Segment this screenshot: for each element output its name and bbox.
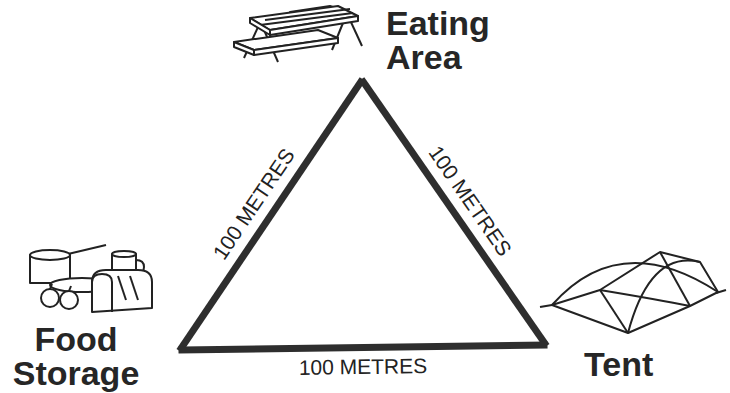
site-point: Eating Area	[360, 78, 364, 82]
distance-line	[181, 82, 360, 348]
site-point: Food Storage	[178, 348, 182, 352]
picnic-table	[234, 6, 362, 62]
distance-label: 100 METRES	[209, 144, 299, 263]
food-supplies	[30, 245, 152, 312]
place-label: Eating Area	[386, 6, 516, 74]
place-label: Tent	[584, 347, 684, 381]
place-label: Food Storage	[0, 322, 152, 390]
distance-label: 100 METRES	[299, 356, 428, 380]
tent	[540, 252, 726, 333]
distance-label: 100 METRES	[425, 142, 516, 260]
distance-line	[363, 82, 544, 343]
distance-line	[182, 345, 544, 350]
site-point: Tent	[544, 343, 548, 347]
